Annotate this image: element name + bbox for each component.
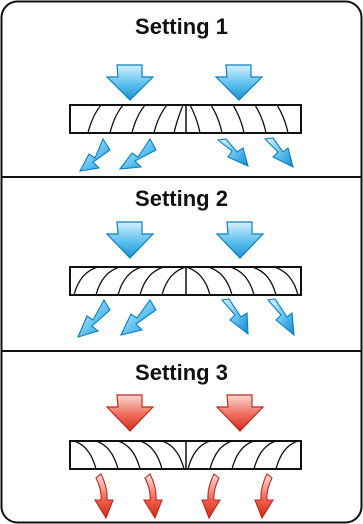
panel-setting-1 [69,64,302,172]
output-arrow [94,473,114,520]
output-arrow [263,137,294,169]
input-arrow [105,394,155,432]
input-arrow [215,221,265,259]
output-arrow [266,298,295,337]
vane-plate [69,104,302,134]
output-arrow [143,473,163,520]
input-arrow [215,394,265,432]
input-arrow [214,64,264,101]
output-arrow [118,137,157,170]
output-arrow [120,299,157,336]
panel-setting-2 [69,221,302,338]
input-arrow [105,64,155,101]
input-arrow [105,221,155,259]
panel-title-setting-3: Setting 3 [135,360,228,385]
output-arrow [78,137,111,172]
vane-plate [69,440,302,470]
panel-setting-3 [69,394,302,520]
output-arrow [254,473,274,520]
vane-plate [69,266,302,296]
output-arrow [220,298,249,336]
output-arrow [216,138,249,167]
panel-title-setting-2: Setting 2 [135,186,228,211]
output-arrow [201,473,221,520]
output-arrow [77,298,111,338]
panel-title-setting-1: Setting 1 [135,14,228,39]
